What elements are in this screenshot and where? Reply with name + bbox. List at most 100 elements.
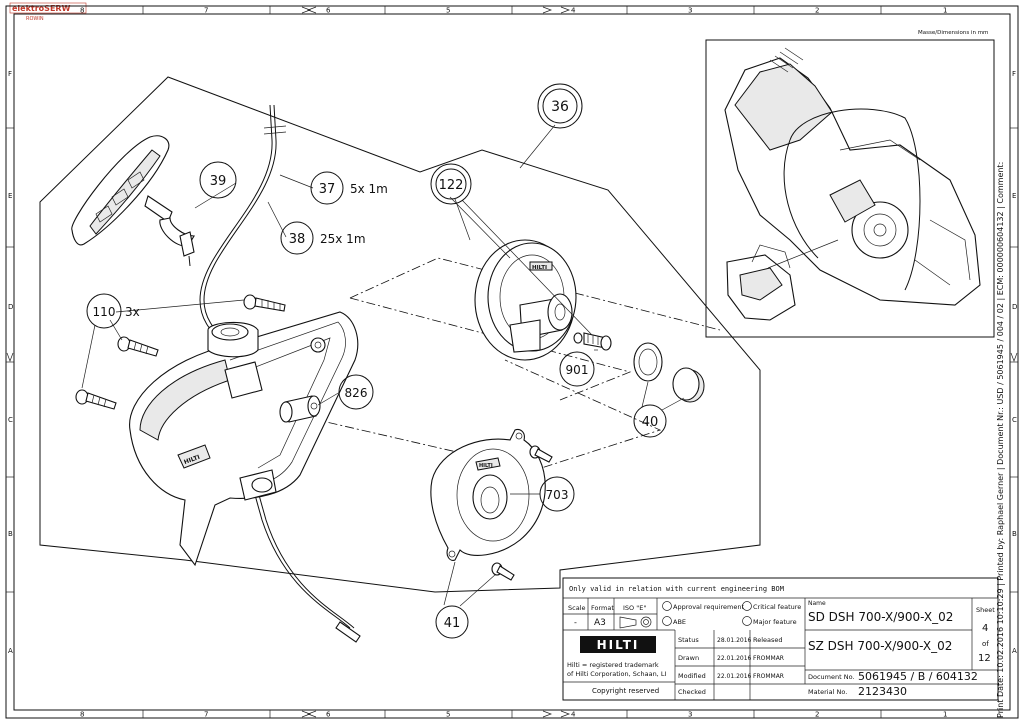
row-label-left: F [8, 70, 12, 78]
row-label-right: D [1012, 303, 1017, 311]
row-label-left: C [8, 416, 13, 424]
bom-note: Only valid in relation with current engi… [569, 585, 784, 593]
callout-122-label: 122 [439, 178, 464, 193]
callout-122: 122 [430, 163, 472, 205]
pulley-logo: HILTI [532, 265, 547, 271]
status-date: 28.01.2016 [717, 637, 752, 644]
col-label-bottom: 5 [446, 711, 450, 719]
row-label-right: C [1012, 416, 1017, 424]
name-label: Name [808, 600, 826, 607]
iso-label: ISO "E" [623, 604, 646, 612]
screws-41 [491, 445, 553, 581]
col-label-bottom: 8 [80, 711, 84, 719]
approval-label: Approval requirement [673, 603, 744, 611]
row-label-right: B [1012, 530, 1017, 538]
group-outline-36 [39, 76, 761, 593]
material-label: Material No. [808, 688, 847, 696]
row-label-right: E [1012, 192, 1016, 200]
document-value: 5061945 / B / 604132 [858, 670, 978, 683]
callout-37: 37 5x 1m [310, 171, 388, 205]
scale-value: - [574, 618, 577, 627]
callout-703-label: 703 [546, 488, 569, 502]
checked-label: Checked [678, 688, 706, 696]
col-label-top: 3 [688, 7, 692, 15]
hilti-logo [580, 636, 656, 653]
modified-date: 22.01.2016 [717, 673, 752, 680]
status-value: Released [753, 636, 783, 644]
document-label: Document No. [808, 673, 855, 681]
callout-39: 39 [199, 161, 237, 199]
row-label-left: A [8, 647, 13, 655]
scale-label: Scale [568, 604, 586, 612]
modified-label: Modified [678, 672, 706, 680]
col-label-top: 5 [446, 7, 450, 15]
status-label: Status [678, 636, 699, 644]
starter-handle-39 [71, 135, 195, 267]
drawn-date: 22.01.2016 [717, 655, 752, 662]
row-labels: F E D C B A F E D C B A [8, 70, 1017, 655]
col-label-top: 7 [204, 7, 208, 15]
projection-symbol-icon [619, 616, 652, 629]
watermark: elektroSERW ROWIN [9, 2, 87, 22]
copyright-text: Copyright reserved [592, 687, 659, 695]
row-label-right: F [1012, 70, 1016, 78]
callout-826: 826 [338, 374, 374, 410]
callout-40-label: 40 [642, 415, 659, 430]
rope-pulley-122: HILTI [474, 239, 577, 361]
trademark-line-2: of Hilti Corporation, Schaan, LI [567, 670, 666, 678]
drawing-frame [5, 5, 1019, 719]
callout-110-label: 110 [93, 305, 116, 319]
cover-logo: HILTI [479, 463, 493, 469]
inset-machine-view [705, 39, 995, 338]
critical-checkbox[interactable] [742, 601, 752, 611]
row-label-right: A [1012, 647, 1017, 655]
col-label-bottom: 1 [943, 711, 947, 719]
callout-36-label: 36 [551, 99, 569, 115]
row-label-left: E [8, 192, 12, 200]
major-checkbox[interactable] [742, 616, 752, 626]
bolt-901 [573, 332, 612, 351]
callout-110-qty: 3x [125, 305, 140, 319]
critical-label: Critical feature [753, 603, 801, 611]
callout-41: 41 [435, 605, 469, 639]
row-label-left: B [8, 530, 13, 538]
name-line-1: SD DSH 700-X/900-X_02 [808, 610, 953, 624]
callout-703: 703 [539, 476, 575, 512]
format-value: A3 [594, 618, 606, 628]
col-label-bottom: 4 [571, 711, 576, 719]
callout-826-label: 826 [345, 386, 368, 400]
callout-901: 901 [559, 351, 595, 387]
sheet-value: 4 [982, 623, 988, 634]
callout-38: 38 25x 1m [280, 221, 366, 255]
abe-checkbox[interactable] [662, 616, 672, 626]
col-label-bottom: 2 [815, 711, 819, 719]
col-label-bottom: 7 [204, 711, 208, 719]
row-label-left: D [8, 303, 13, 311]
title-block: Only valid in relation with current engi… [562, 577, 999, 701]
callout-110: 110 3x [86, 293, 140, 329]
modified-value: FROMMAR [753, 673, 784, 680]
sheet-total: 12 [978, 653, 991, 664]
callout-37-label: 37 [319, 182, 336, 197]
col-label-bottom: 6 [326, 711, 331, 719]
of-label: of [982, 640, 989, 648]
major-label: Major feature [753, 618, 797, 626]
hilti-logo-text: HILTI [597, 638, 640, 652]
starter-housing: HILTI [129, 311, 359, 567]
drawn-value: FROMMAR [753, 655, 784, 662]
callout-38-label: 38 [289, 232, 306, 247]
col-label-top: 4 [571, 7, 576, 15]
callout-39-label: 39 [210, 174, 227, 189]
screws-110 [75, 294, 286, 410]
callout-36: 36 [537, 83, 583, 129]
sheet-label: Sheet [976, 606, 995, 614]
callout-901-label: 901 [566, 363, 589, 377]
column-labels: 8 7 6 5 4 3 2 1 8 7 6 5 4 3 2 1 [80, 7, 947, 719]
material-value: 2123430 [858, 685, 907, 698]
col-label-bottom: 3 [688, 711, 692, 719]
col-label-top: 2 [815, 7, 819, 15]
approval-checkbox[interactable] [662, 601, 672, 611]
abe-label: ABE [673, 618, 686, 626]
bearing-40 [633, 342, 705, 403]
